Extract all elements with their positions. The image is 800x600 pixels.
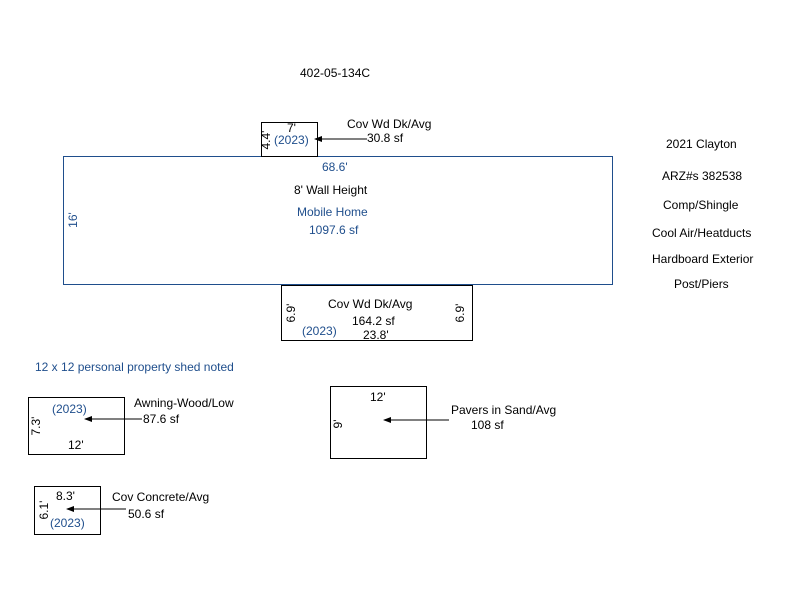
awning-width-label: 12'	[68, 438, 84, 452]
concrete-width-label: 8.3'	[56, 489, 75, 503]
sidebar-line-foundation: Post/Piers	[674, 277, 729, 291]
concrete-outline	[34, 486, 101, 535]
sidebar-line-roof: Comp/Shingle	[663, 198, 739, 212]
main-area-label: 1097.6 sf	[309, 223, 359, 237]
pavers-outline	[330, 386, 427, 459]
bottom-deck-outline	[281, 285, 473, 341]
pavers-type: Pavers in Sand/Avg	[451, 403, 557, 417]
shed-note: 12 x 12 personal property shed noted	[35, 360, 234, 374]
parcel-id: 402-05-134C	[300, 66, 371, 80]
main-wall-height: 8' Wall Height	[294, 183, 368, 197]
sidebar-line-model: 2021 Clayton	[666, 137, 737, 151]
top-deck-year: (2023)	[274, 133, 309, 147]
awning-type: Awning-Wood/Low	[134, 396, 234, 410]
concrete-year: (2023)	[50, 516, 85, 530]
top-deck-type: Cov Wd Dk/Avg	[347, 117, 432, 131]
bottom-deck-year: (2023)	[302, 324, 337, 338]
bottom-deck-type: Cov Wd Dk/Avg	[328, 297, 413, 311]
top-deck-width-label: 7'	[287, 121, 296, 135]
main-structure-outline	[63, 156, 613, 285]
bottom-deck-area: 164.2 sf	[352, 314, 395, 328]
sidebar-line-hvac: Cool Air/Heatducts	[652, 226, 752, 240]
top-deck-area: 30.8 sf	[367, 131, 404, 145]
sidebar-line-exterior: Hardboard Exterior	[652, 252, 754, 266]
awning-outline	[28, 397, 125, 455]
concrete-area: 50.6 sf	[128, 507, 165, 521]
concrete-type: Cov Concrete/Avg	[112, 490, 210, 504]
pavers-area: 108 sf	[471, 418, 504, 432]
bottom-deck-width-label: 23.8'	[363, 328, 389, 342]
main-width-label: 68.6'	[322, 160, 348, 174]
main-type-label: Mobile Home	[297, 205, 368, 219]
pavers-width-label: 12'	[370, 390, 386, 404]
awning-area: 87.6 sf	[143, 412, 180, 426]
sidebar-line-arz: ARZ#s 382538	[662, 169, 743, 183]
awning-year: (2023)	[52, 402, 87, 416]
